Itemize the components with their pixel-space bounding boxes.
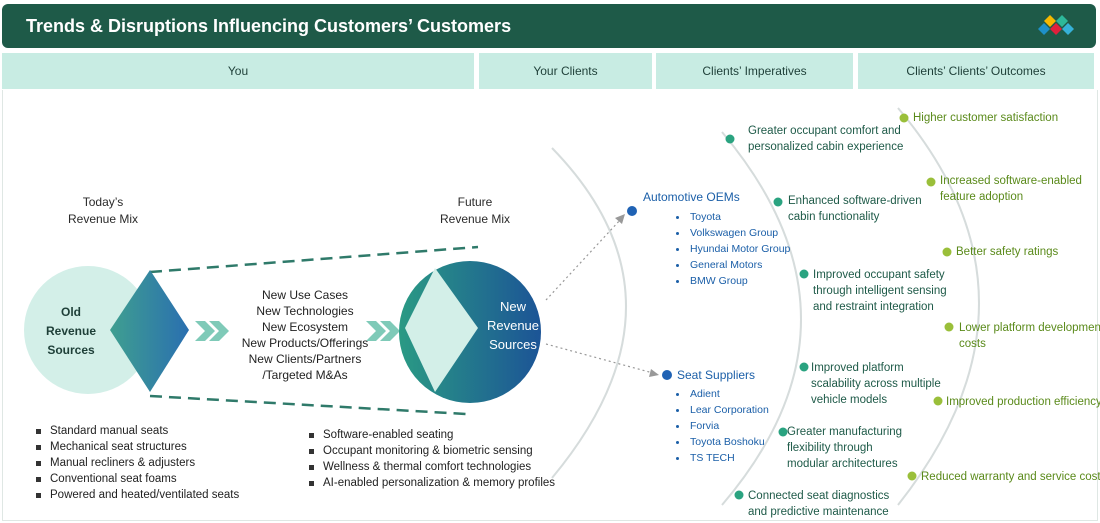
column-header-clients-clients-outcomes: Clients’ Clients’ Outcomes: [858, 53, 1094, 89]
column-header-your-clients: Your Clients: [479, 53, 652, 89]
list-item: Lear Corporation: [676, 402, 769, 418]
connector-bottom: [149, 394, 467, 416]
imperative-item: Greater occupant comfort and personalize…: [748, 125, 904, 153]
outcome-dot: [942, 247, 952, 257]
list-item: Wellness & thermal comfort technologies: [309, 459, 555, 475]
arrowhead-icon: [649, 369, 659, 377]
outcome-dot: [907, 471, 917, 481]
imperative-item: Improved occupant safety through intelli…: [813, 269, 947, 313]
page-title: Trends & Disruptions Influencing Custome…: [26, 16, 512, 36]
list-item: General Motors: [676, 257, 790, 273]
future-heading: Future Revenue Mix: [439, 195, 511, 226]
outcome-dot: [926, 177, 936, 187]
list-item: Software-enabled seating: [309, 427, 555, 443]
list-item: Hyundai Motor Group: [676, 241, 790, 257]
client-group-seat-suppliers: Seat Suppliers: [677, 368, 756, 382]
list-item: TS TECH: [676, 450, 769, 466]
outcome-item: Reduced warranty and service costs: [921, 471, 1100, 483]
client-dot: [662, 370, 672, 380]
new-revenue-diamond: [405, 268, 478, 392]
list-item: Toyota: [676, 209, 790, 225]
transformation-drivers: New Use Cases New Technologies New Ecosy…: [241, 288, 369, 382]
outcome-item: Improved production efficiency: [946, 396, 1100, 408]
outcome-dot: [933, 396, 943, 406]
new-revenue-label: New Revenue Sources: [486, 299, 540, 352]
list-item: Volkswagen Group: [676, 225, 790, 241]
list-item: Forvia: [676, 418, 769, 434]
list-item: Powered and heated/ventilated seats: [36, 487, 239, 503]
client-group-oems: Automotive OEMs: [643, 190, 740, 204]
list-item: Manual recliners & adjusters: [36, 455, 239, 471]
column-header-clients-imperatives: Clients’ Imperatives: [656, 53, 853, 89]
old-revenue-circle: [24, 266, 152, 394]
outcome-item: Increased software-enabled feature adopt…: [940, 175, 1082, 203]
logo-diamonds-icon: [1038, 15, 1074, 35]
imperative-dot: [773, 197, 783, 207]
outcome-dot: [944, 322, 954, 332]
oems-list: Toyota Volkswagen Group Hyundai Motor Gr…: [676, 209, 790, 289]
client-dot: [627, 206, 637, 216]
imperative-item: Enhanced software-driven cabin functiona…: [788, 195, 922, 223]
list-item: Adient: [676, 386, 769, 402]
list-item: Mechanical seat structures: [36, 439, 239, 455]
imperative-dot: [799, 269, 809, 279]
outcome-item: Better safety ratings: [956, 246, 1059, 258]
imperative-dot: [778, 427, 788, 437]
content-panel: [2, 90, 1098, 521]
arrowhead-icon: [615, 214, 625, 224]
imperative-dot: [799, 362, 809, 372]
imperative-item: Improved platform scalability across mul…: [811, 362, 941, 406]
list-item: AI-enabled personalization & memory prof…: [309, 475, 555, 491]
column-header-you: You: [2, 53, 474, 89]
connector-top: [149, 245, 479, 274]
outcome-item: Lower platform development costs: [959, 322, 1100, 350]
arrow-to-suppliers: [545, 343, 654, 374]
imperative-item: Greater manufacturing flexibility throug…: [787, 426, 903, 470]
today-heading: Today’s Revenue Mix: [67, 195, 139, 226]
outcome-item: Higher customer satisfaction: [913, 112, 1059, 124]
today-items-list: Standard manual seats Mechanical seat st…: [36, 423, 239, 503]
clients-arc: [551, 147, 627, 479]
outcome-dot: [899, 113, 909, 123]
header-bar: Trends & Disruptions Influencing Custome…: [2, 4, 1096, 48]
imperative-dot: [734, 490, 744, 500]
list-item: Occupant monitoring & biometric sensing: [309, 443, 555, 459]
old-revenue-label: Old Revenue Sources: [45, 305, 97, 357]
list-item: Conventional seat foams: [36, 471, 239, 487]
list-item: Standard manual seats: [36, 423, 239, 439]
imperatives-arc: [721, 131, 802, 506]
future-items-list: Software-enabled seating Occupant monito…: [309, 427, 555, 491]
double-chevron-right-icon: [366, 321, 400, 341]
seat-suppliers-list: Adient Lear Corporation Forvia Toyota Bo…: [676, 386, 769, 466]
list-item: Toyota Boshoku: [676, 434, 769, 450]
imperative-dot: [725, 134, 735, 144]
imperative-item: Connected seat diagnostics and predictiv…: [748, 490, 890, 518]
outcomes-arc: [897, 107, 980, 506]
double-chevron-right-icon: [195, 321, 229, 341]
arrow-to-oems: [545, 218, 622, 301]
old-revenue-diamond: [110, 270, 189, 392]
list-item: BMW Group: [676, 273, 790, 289]
